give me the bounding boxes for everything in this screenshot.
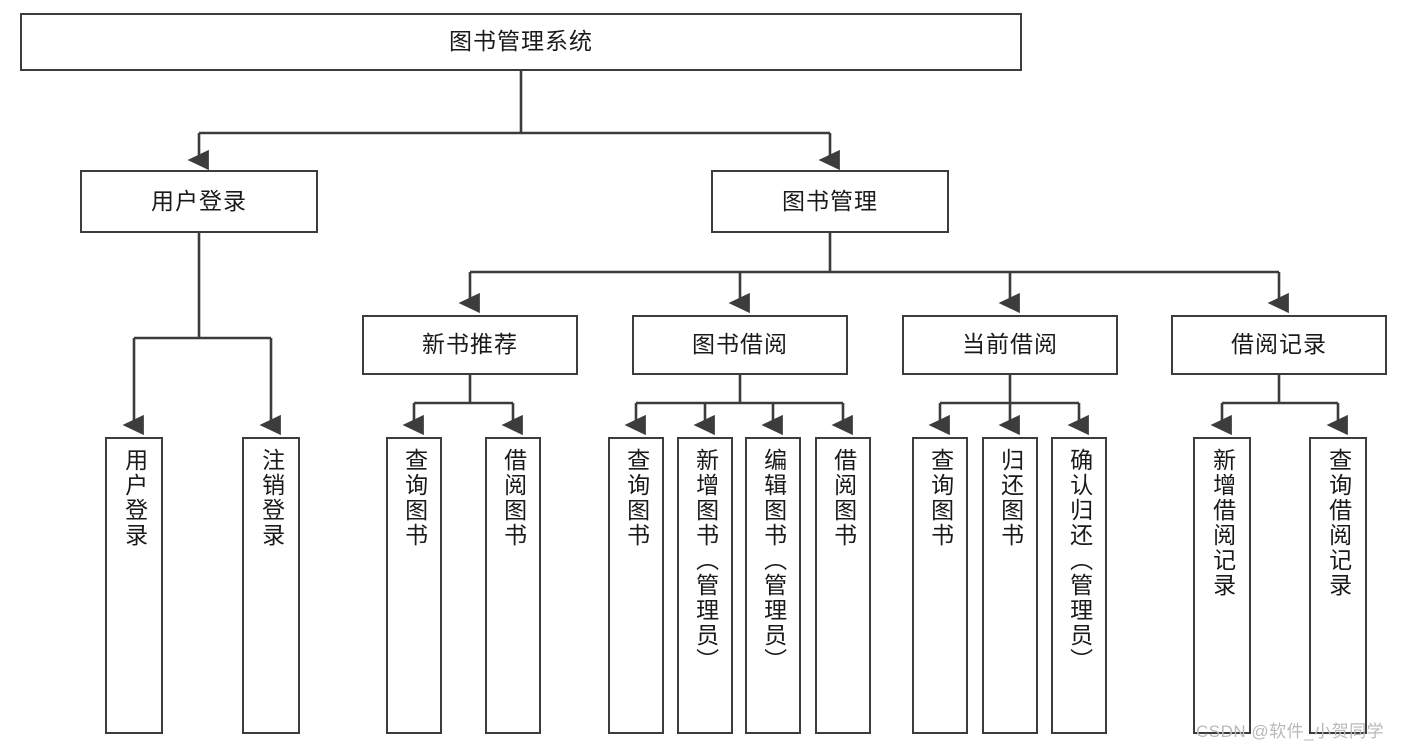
node-label: 图书管理	[782, 187, 878, 214]
node-book-manage[interactable]: 图书管理	[711, 170, 949, 233]
node-leaf-confirm-return-admin[interactable]: 确认归还（管理员）	[1051, 437, 1107, 734]
node-leaf-logout[interactable]: 注销登录	[242, 437, 300, 734]
node-label: 借阅图书	[830, 448, 857, 548]
node-leaf-borrow-book[interactable]: 借阅图书	[815, 437, 871, 734]
node-label: 用户登录	[121, 448, 148, 548]
node-user-login[interactable]: 用户登录	[80, 170, 318, 233]
node-leaf-query-book-current[interactable]: 查询图书	[912, 437, 968, 734]
node-leaf-edit-book-admin[interactable]: 编辑图书（管理员）	[745, 437, 801, 734]
node-label: 新增图书（管理员）	[692, 448, 719, 673]
node-current-borrow[interactable]: 当前借阅	[902, 315, 1118, 375]
node-label: 归还图书	[997, 448, 1024, 548]
node-label: 借阅图书	[500, 448, 527, 548]
node-leaf-user-login[interactable]: 用户登录	[105, 437, 163, 734]
node-label: 图书管理系统	[449, 28, 593, 55]
node-leaf-query-book-rec[interactable]: 查询图书	[386, 437, 442, 734]
node-label: 图书借阅	[692, 331, 788, 358]
node-label: 查询图书	[927, 448, 954, 548]
node-label: 用户登录	[151, 187, 247, 214]
node-leaf-query-book-borrow[interactable]: 查询图书	[608, 437, 664, 734]
node-label: 编辑图书（管理员）	[760, 448, 787, 673]
node-leaf-query-borrow-record[interactable]: 查询借阅记录	[1309, 437, 1367, 734]
node-label: 借阅记录	[1231, 331, 1327, 358]
node-label: 新增借阅记录	[1209, 448, 1236, 598]
watermark-label: CSDN @软件_小贺同学	[1196, 722, 1385, 741]
node-leaf-add-borrow-record[interactable]: 新增借阅记录	[1193, 437, 1251, 734]
node-label: 查询借阅记录	[1325, 448, 1352, 598]
node-label: 确认归还（管理员）	[1066, 448, 1093, 673]
node-label: 当前借阅	[962, 331, 1058, 358]
node-leaf-borrow-book-rec[interactable]: 借阅图书	[485, 437, 541, 734]
node-new-book-rec[interactable]: 新书推荐	[362, 315, 578, 375]
node-label: 查询图书	[401, 448, 428, 548]
node-label: 查询图书	[623, 448, 650, 548]
node-leaf-add-book-admin[interactable]: 新增图书（管理员）	[677, 437, 733, 734]
node-book-borrow[interactable]: 图书借阅	[632, 315, 848, 375]
node-leaf-return-book[interactable]: 归还图书	[982, 437, 1038, 734]
node-root[interactable]: 图书管理系统	[20, 13, 1022, 71]
node-borrow-record[interactable]: 借阅记录	[1171, 315, 1387, 375]
node-label: 注销登录	[258, 448, 285, 548]
node-label: 新书推荐	[422, 331, 518, 358]
